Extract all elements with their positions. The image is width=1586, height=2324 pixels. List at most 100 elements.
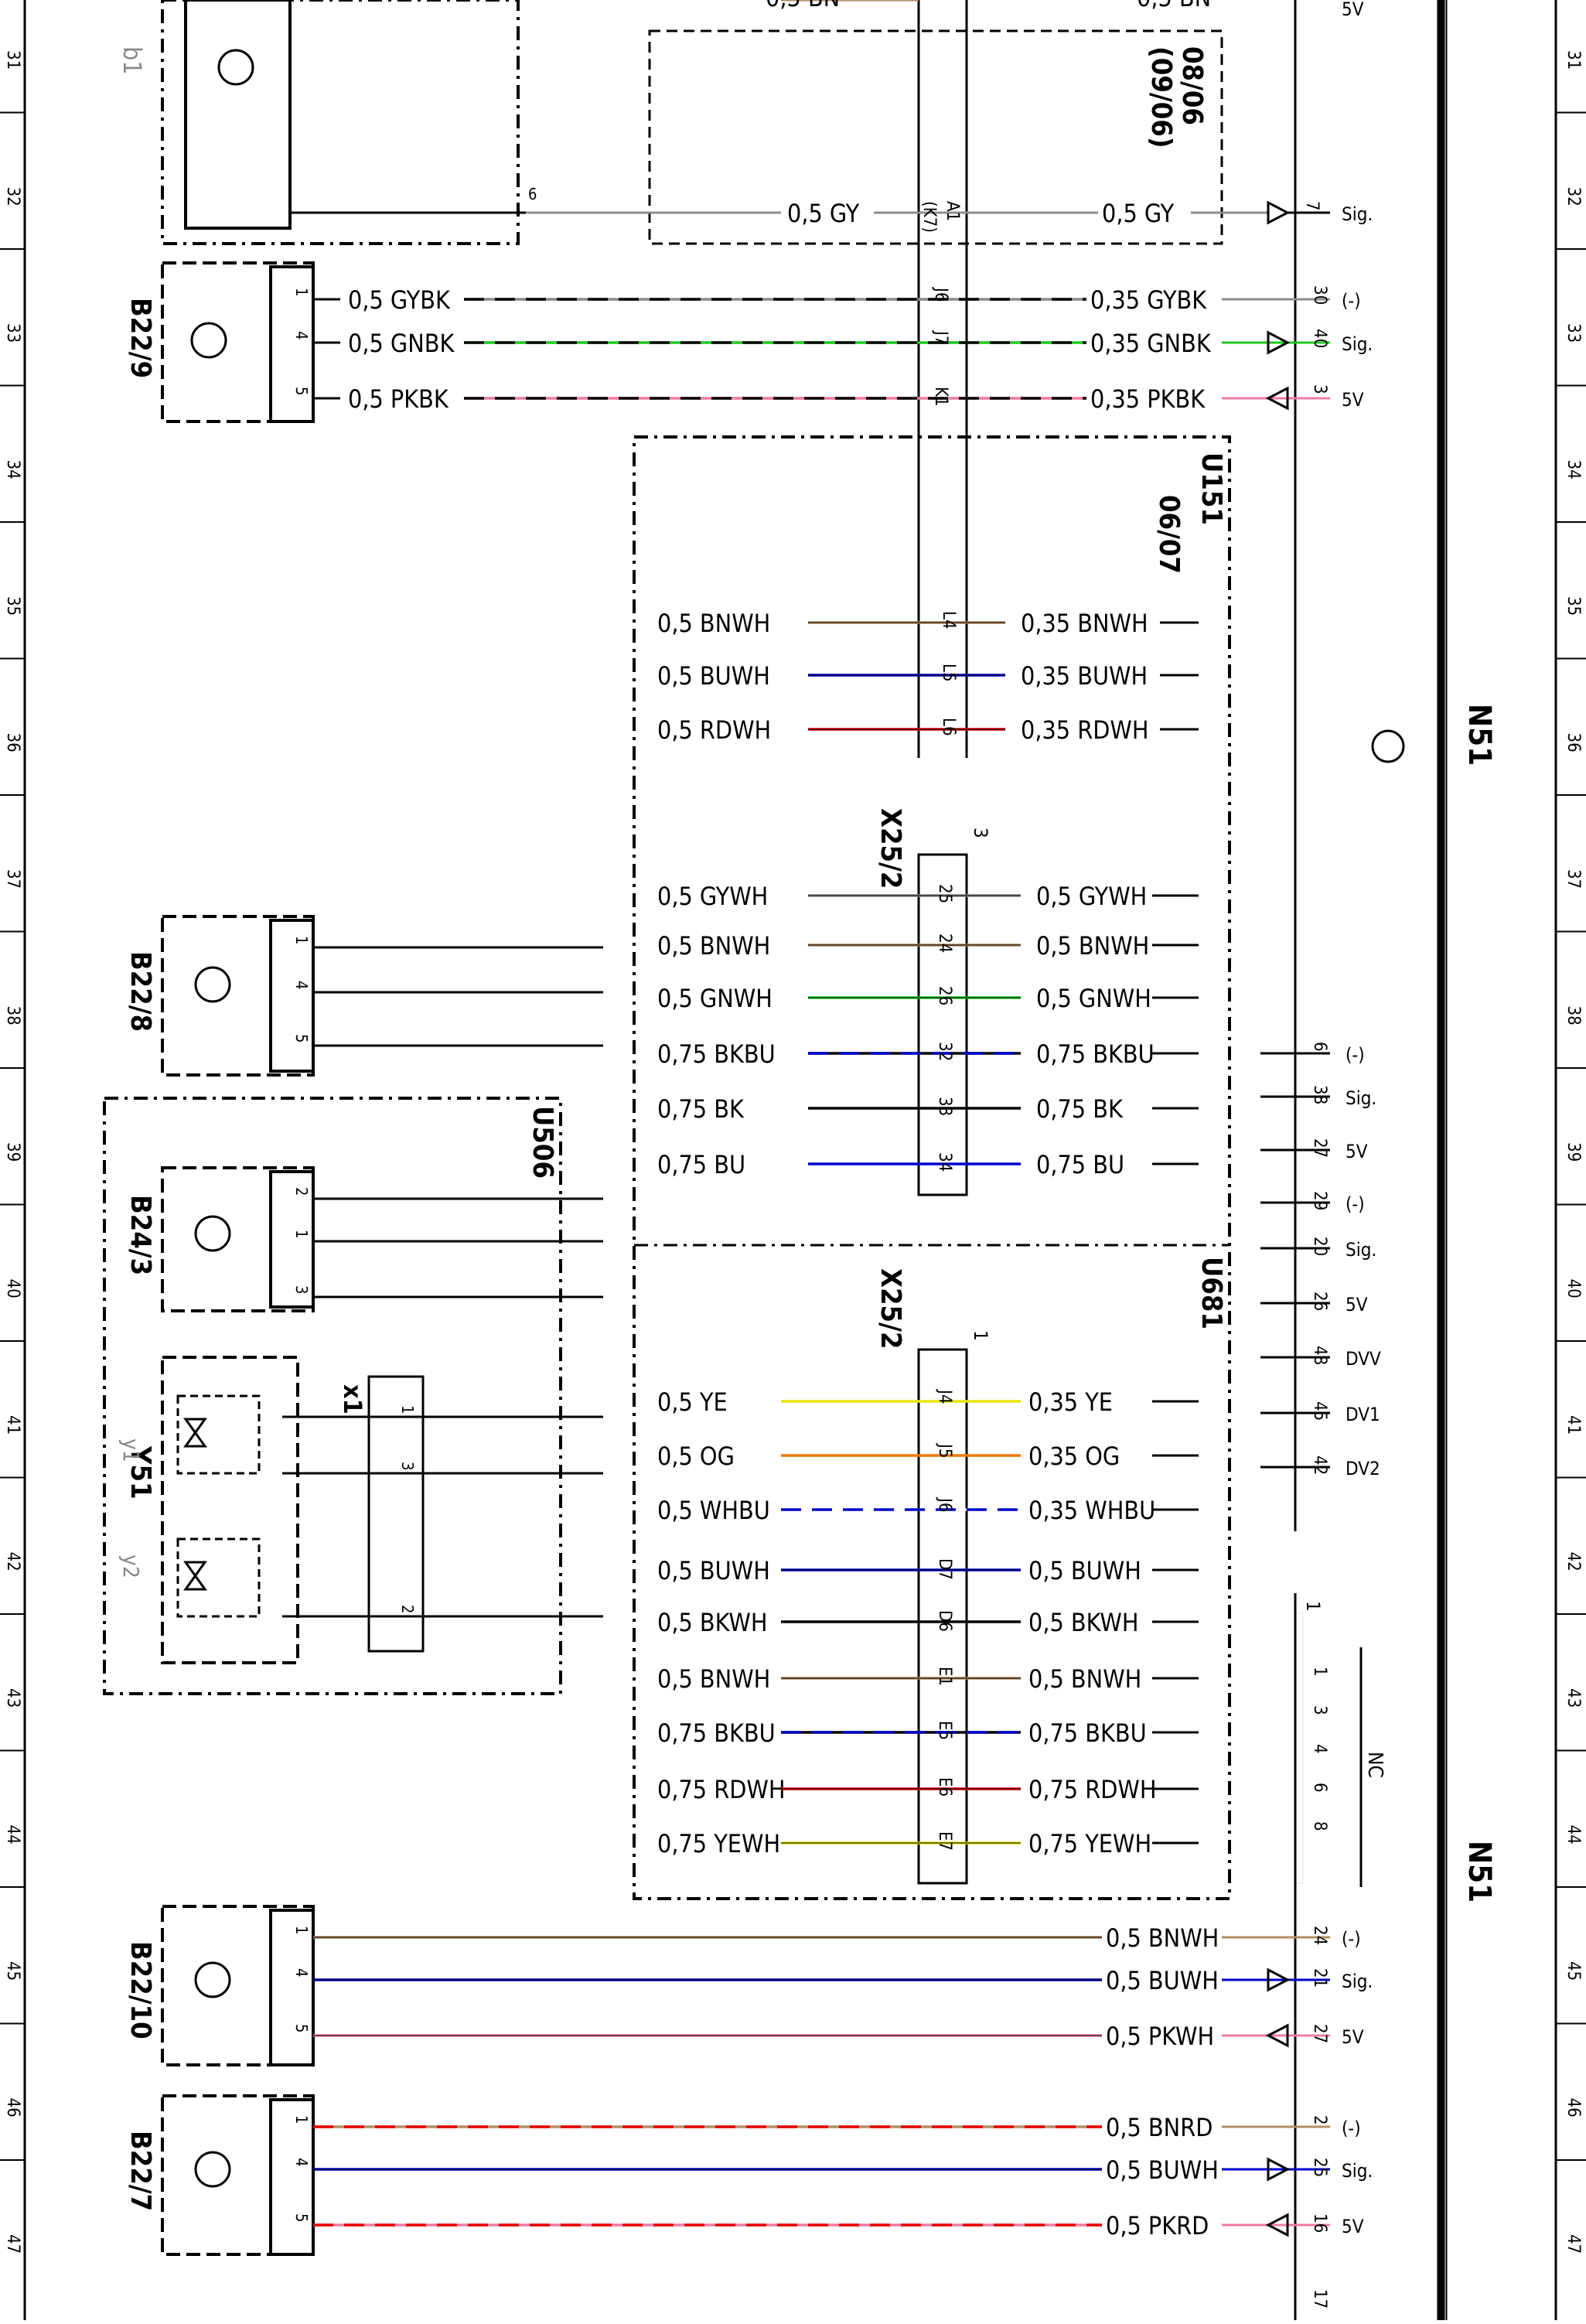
x25-2-top-connector xyxy=(917,853,968,1196)
b22-8-label: B22/8 xyxy=(124,951,156,1032)
b22-10-label: B22/10 xyxy=(124,1941,156,2039)
wire-label: 0,5 GY xyxy=(787,199,860,228)
b22-10-sensor-icon xyxy=(194,1961,231,1998)
grid-row-number-left: 41 xyxy=(3,1415,22,1435)
wire-label-right: 0,5 BNWH xyxy=(1106,1923,1219,1953)
wire-label-right: 0,5 BKWH xyxy=(1028,1608,1139,1637)
n51-signal: 5V xyxy=(1342,389,1364,411)
validity-box xyxy=(648,29,1223,245)
valve-icon xyxy=(183,1561,207,1591)
grid-row-number-right: 34 xyxy=(1564,460,1583,479)
pin-label: E5 xyxy=(935,1721,954,1740)
wire-label-right: 0,35 RDWH xyxy=(1021,715,1149,745)
b22-7-label: B22/7 xyxy=(124,2131,156,2211)
n51-signal: Sig. xyxy=(1342,333,1373,355)
sensor-pin: 5 xyxy=(292,1034,311,1043)
wire-label-right: 0,75 RDWH xyxy=(1028,1775,1157,1804)
pin-label: J6 xyxy=(931,286,950,302)
n51-signal: (-) xyxy=(1342,1928,1361,1950)
n51-nc-pin: 4 xyxy=(1310,1744,1329,1754)
grid-row-number-right: 44 xyxy=(1564,1825,1583,1845)
pin-label: J4 xyxy=(935,1388,954,1404)
x25-2-top-label: X25/2 xyxy=(875,808,906,889)
grid-row-number-right: 42 xyxy=(1564,1552,1583,1572)
b22-9-sensor-icon xyxy=(190,322,227,359)
n51-pin: 7 xyxy=(1302,201,1322,211)
y2-label: y2 xyxy=(118,1554,144,1578)
y1-valve-box xyxy=(176,1394,261,1475)
n51-signal: DV1 xyxy=(1346,1404,1380,1425)
pin-label: L6 xyxy=(939,718,958,736)
n51-pin: 40 xyxy=(1310,329,1329,348)
wire-label-left: 0,75 YEWH xyxy=(657,1829,780,1858)
n51-signal: 5V xyxy=(1342,2026,1364,2048)
wire-label-left: 0,5 OG xyxy=(657,1442,735,1471)
wire-label-left: 0,5 BNWH xyxy=(657,931,770,961)
grid-row-number-right: 41 xyxy=(1564,1415,1583,1435)
wire-label-right: 0,75 BU xyxy=(1036,1150,1124,1179)
n51-pin: 48 xyxy=(1310,1346,1329,1365)
grid-row-number-right: 37 xyxy=(1564,869,1583,889)
wire-label-right: 0,5 BNWH xyxy=(1028,1664,1141,1694)
wire-label-left: 0,5 GYBK xyxy=(348,285,451,315)
n51-pin: 21 xyxy=(1310,1968,1329,1988)
n51-pin: 26 xyxy=(1310,1292,1329,1311)
wire-label-right: 0,35 OG xyxy=(1028,1442,1120,1471)
n51-signal: Sig. xyxy=(1346,1239,1376,1261)
supply-out-arrow xyxy=(1265,386,1289,411)
n51-nc-pin: 1 xyxy=(1310,1667,1329,1677)
grid-row-number-right: 45 xyxy=(1564,1961,1583,1981)
grid-row-number-right: 36 xyxy=(1564,733,1583,752)
grid-row-number-right: 38 xyxy=(1564,1006,1583,1025)
wire-label-right: 0,5 GYWH xyxy=(1036,882,1147,911)
sensor-pin: 2 xyxy=(292,1187,311,1196)
wire-label-left: 0,5 PKBK xyxy=(348,384,449,414)
wire-label-left: 0,75 BKBU xyxy=(657,1039,776,1069)
signal-in-arrow xyxy=(1267,200,1291,225)
pin-label: E7 xyxy=(935,1831,954,1851)
u151-u681-box xyxy=(633,435,1231,1900)
grid-row-number-left: 36 xyxy=(3,733,22,752)
supply-out-arrow xyxy=(1265,2023,1289,2048)
b22-8-box xyxy=(161,915,315,1077)
sensor-pin: 4 xyxy=(292,2158,311,2166)
pin-label: 26 xyxy=(935,986,954,1005)
n51-nc-pin: 6 xyxy=(1310,1783,1329,1793)
n51-signal: (-) xyxy=(1346,1044,1365,1066)
x1-label: x1 xyxy=(338,1384,367,1415)
pin-label: E6 xyxy=(935,1777,954,1797)
b22-8-pins xyxy=(269,919,315,1073)
signal-in-arrow xyxy=(1267,1967,1291,1992)
b24-3-sensor-icon xyxy=(194,1215,231,1252)
sensor-pin: 1 xyxy=(292,1926,311,1934)
wire-label-right: 0,5 BUWH xyxy=(1106,2155,1219,2185)
b22-10-box xyxy=(161,1905,315,2066)
n51-signal: DV2 xyxy=(1346,1458,1380,1479)
n51-signal: Sig. xyxy=(1346,1087,1376,1109)
n51-pin: 6 xyxy=(1310,1042,1329,1052)
grid-row-number-right: 39 xyxy=(1564,1142,1583,1162)
n51-pin: 27 xyxy=(1310,2024,1329,2043)
grid-row-number-left: 45 xyxy=(3,1961,22,1981)
pin-label: J6 xyxy=(935,1496,954,1512)
n51-pin: 20 xyxy=(1310,1237,1329,1256)
n51-pin: 30 xyxy=(1310,285,1329,305)
validity-from: 08/06 xyxy=(1176,46,1208,125)
u506-box xyxy=(103,1097,562,1695)
pin-label: A1 xyxy=(943,201,962,221)
b22-7-pins xyxy=(269,2098,315,2256)
grid-row-number-left: 34 xyxy=(3,460,22,479)
grid-row-number-right: 31 xyxy=(1564,50,1583,70)
x25-2-index: 3 xyxy=(970,828,991,838)
b24-3-label: B24/3 xyxy=(124,1195,156,1275)
wire-label-right: 0,35 BUWH xyxy=(1021,661,1148,691)
sensor-pin: 4 xyxy=(292,1968,311,1977)
u151-label: U151 xyxy=(1195,452,1227,525)
b22-9-pins xyxy=(269,265,315,423)
b22-9-label: B22/9 xyxy=(124,298,156,378)
n51-signal: 5V xyxy=(1346,1294,1368,1316)
wire-label-left: 0,5 WHBU xyxy=(657,1496,770,1525)
n51-signal: 5V xyxy=(1346,1141,1368,1162)
wire-label-left: 0,5 YE xyxy=(657,1387,728,1417)
